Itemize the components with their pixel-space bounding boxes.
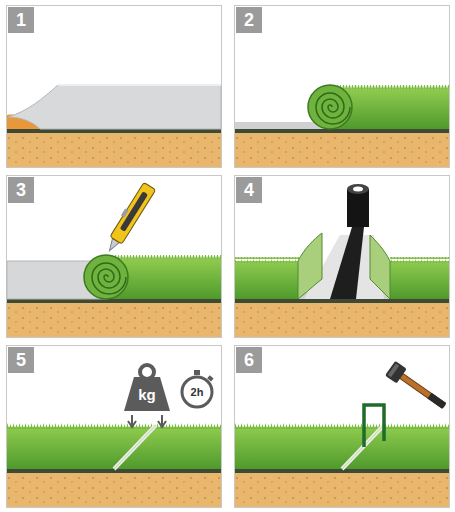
step-number: 2 — [236, 7, 262, 33]
step-number: 6 — [236, 347, 262, 373]
time-label: 2h — [185, 385, 209, 399]
step-number: 5 — [8, 347, 34, 373]
weight-label: kg — [128, 384, 166, 404]
step-number: 3 — [8, 177, 34, 203]
step-number: 4 — [236, 177, 262, 203]
step-number: 1 — [8, 7, 34, 33]
